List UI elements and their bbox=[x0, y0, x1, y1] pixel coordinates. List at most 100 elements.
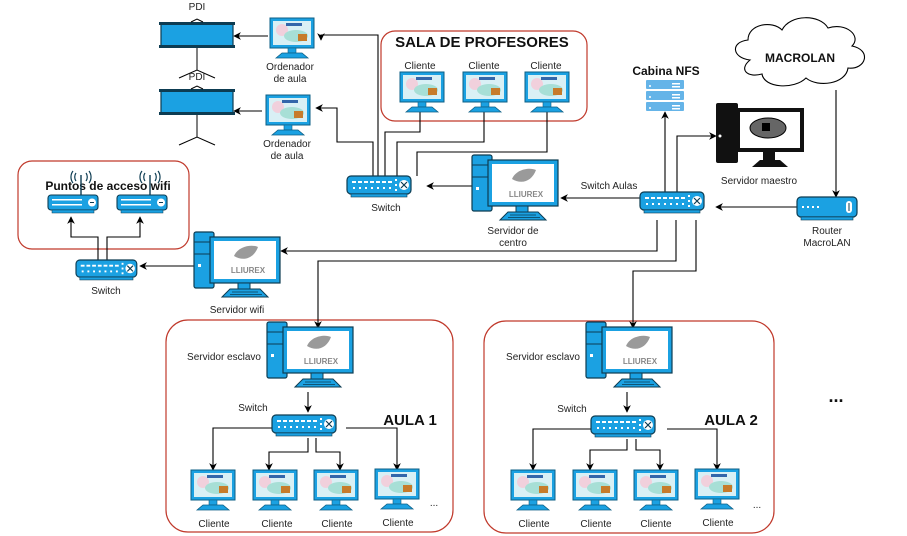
aula-1-client-1[interactable]: Cliente bbox=[190, 469, 236, 530]
server-computer-icon bbox=[585, 321, 673, 388]
server-computer-icon bbox=[193, 231, 281, 298]
aula-1-title: AULA 1 bbox=[383, 412, 437, 429]
aula-2-client-4[interactable]: Cliente bbox=[694, 468, 740, 529]
sala-client-2[interactable]: Cliente bbox=[462, 61, 508, 113]
switch-label: Switch bbox=[557, 404, 586, 415]
pdi-2-label: PDI bbox=[189, 72, 206, 83]
sala-client-1[interactable]: Cliente bbox=[399, 61, 445, 113]
monitor-icon bbox=[265, 94, 311, 136]
monitor-icon bbox=[374, 468, 420, 510]
lliurex-logo: LLIUREX bbox=[231, 266, 266, 275]
servidor-esclavo-2[interactable]: LLIUREX Servidor esclavo bbox=[506, 321, 673, 388]
client-label: Cliente bbox=[580, 519, 612, 530]
monitor-icon bbox=[462, 71, 508, 113]
client-label: Cliente bbox=[702, 518, 734, 529]
ordenador-1-label-l2: de aula bbox=[274, 74, 307, 85]
aula-2-client-1[interactable]: Cliente bbox=[510, 469, 556, 530]
more-clients-ellipsis: ... bbox=[430, 498, 438, 509]
pdi-1-label: PDI bbox=[189, 2, 206, 13]
wifi-group bbox=[17, 160, 190, 250]
whiteboard-icon bbox=[158, 18, 236, 79]
lliurex-logo: LLIUREX bbox=[509, 190, 544, 199]
switch-central-label: Switch bbox=[371, 203, 400, 214]
storage-icon bbox=[646, 80, 684, 111]
macrolan-cloud: MACROLAN bbox=[734, 17, 865, 87]
lliurex-logo: LLIUREX bbox=[304, 357, 339, 366]
aula-1: AULA 1 LLIUREX Servidor esclavo Switch C… bbox=[187, 321, 438, 530]
switch-label: Switch bbox=[238, 403, 267, 414]
router-label-l1: Router bbox=[812, 226, 843, 237]
servidor-wifi-label: Servidor wifi bbox=[210, 305, 264, 316]
cabina-nfs-label: Cabina NFS bbox=[632, 64, 699, 78]
server-computer-icon bbox=[266, 321, 354, 388]
switch-icon bbox=[590, 415, 656, 438]
ordenador-1-label-l1: Ordenador bbox=[266, 62, 314, 73]
switch-aulas-label: Switch Aulas bbox=[581, 181, 638, 192]
pdi-2: PDI bbox=[158, 72, 236, 146]
client-label: Cliente bbox=[468, 61, 500, 72]
connections bbox=[67, 32, 840, 471]
servidor-centro-label-l1: Servidor de bbox=[487, 226, 539, 237]
router-macrolan[interactable]: Router MacroLAN bbox=[796, 196, 858, 249]
servidor-esclavo-1[interactable]: LLIUREX Servidor esclavo bbox=[187, 321, 354, 388]
ordenador-aula-1[interactable]: Ordenador de aula bbox=[266, 17, 315, 85]
switch-aula-1[interactable]: Switch bbox=[238, 403, 337, 437]
monitor-icon bbox=[190, 469, 236, 511]
switch-icon bbox=[271, 414, 337, 437]
ordenador-aula-2[interactable]: Ordenador de aula bbox=[263, 94, 312, 162]
client-label: Cliente bbox=[640, 519, 672, 530]
monitor-icon bbox=[252, 469, 298, 511]
servidor-esclavo-label: Servidor esclavo bbox=[506, 352, 580, 363]
client-label: Cliente bbox=[404, 61, 436, 72]
aula-2-client-3[interactable]: Cliente bbox=[633, 469, 679, 530]
macrolan-label: MACROLAN bbox=[765, 51, 835, 65]
servidor-centro[interactable]: LLIUREX Servidor de centro bbox=[471, 154, 559, 249]
lliurex-logo: LLIUREX bbox=[623, 357, 658, 366]
router-label-l2: MacroLAN bbox=[803, 238, 850, 249]
monitor-icon bbox=[633, 469, 679, 511]
cabina-nfs[interactable]: Cabina NFS bbox=[632, 64, 700, 111]
servidor-esclavo-label: Servidor esclavo bbox=[187, 352, 261, 363]
monitor-icon bbox=[524, 71, 570, 113]
server-computer-icon bbox=[471, 154, 559, 221]
servidor-centro-label-l2: centro bbox=[499, 238, 527, 249]
aula-2: AULA 2 LLIUREX Servidor esclavo Switch C… bbox=[506, 321, 761, 530]
aula-2-client-2[interactable]: Cliente bbox=[572, 469, 618, 530]
client-label: Cliente bbox=[261, 519, 293, 530]
aula-1-client-4[interactable]: Cliente bbox=[374, 468, 420, 529]
client-label: Cliente bbox=[382, 518, 414, 529]
monitor-icon bbox=[313, 469, 359, 511]
cloud-icon bbox=[734, 17, 865, 87]
switch-icon bbox=[346, 175, 412, 198]
more-aulas-ellipsis: ... bbox=[828, 386, 843, 406]
more-clients-ellipsis: ... bbox=[753, 500, 761, 511]
switch-icon bbox=[639, 191, 705, 214]
monitor-icon bbox=[269, 17, 315, 59]
aula-1-client-2[interactable]: Cliente bbox=[252, 469, 298, 530]
client-label: Cliente bbox=[530, 61, 562, 72]
client-label: Cliente bbox=[198, 519, 230, 530]
sala-profesores-title: SALA DE PROFESORES bbox=[395, 34, 569, 51]
switch-wifi-label: Switch bbox=[91, 286, 120, 297]
servidor-maestro-label: Servidor maestro bbox=[721, 176, 798, 187]
aula-1-client-3[interactable]: Cliente bbox=[313, 469, 359, 530]
client-label: Cliente bbox=[518, 519, 550, 530]
switch-wifi[interactable]: Switch bbox=[75, 259, 138, 297]
whiteboard-icon bbox=[158, 85, 236, 146]
router-icon bbox=[796, 196, 858, 221]
switch-central[interactable]: Switch bbox=[346, 175, 412, 214]
aula-1-group bbox=[165, 319, 454, 533]
monitor-icon bbox=[510, 469, 556, 511]
switch-aula-2[interactable]: Switch bbox=[557, 404, 656, 438]
servidor-wifi[interactable]: LLIUREX Servidor wifi bbox=[193, 231, 281, 316]
wifi-title: Puntos de acceso wifi bbox=[45, 179, 170, 193]
sala-client-3[interactable]: Cliente bbox=[524, 61, 570, 113]
monitor-icon bbox=[572, 469, 618, 511]
client-label: Cliente bbox=[321, 519, 353, 530]
aula-2-title: AULA 2 bbox=[704, 412, 758, 429]
servidor-maestro[interactable]: Servidor maestro bbox=[716, 103, 804, 187]
switch-aulas[interactable]: Switch Aulas bbox=[581, 181, 705, 214]
pdi-1: PDI bbox=[158, 2, 236, 79]
aula-2-group bbox=[483, 320, 775, 534]
